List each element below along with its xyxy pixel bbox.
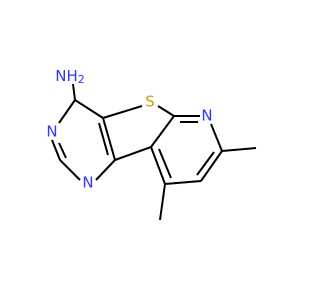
bond-c8a-to-c9a xyxy=(150,115,175,148)
bond-c6-to-c5 xyxy=(164,180,202,185)
bond-c9b-to-c4a-inner xyxy=(98,122,109,156)
bond-sulfur-to-c8a xyxy=(157,105,175,117)
amine-label-subscript: 2 xyxy=(78,73,85,86)
bond-n-lower-to-c9b xyxy=(95,159,116,181)
molecule-structure-diagram: NH2 S N N N xyxy=(46,67,257,221)
bond-c4-to-amine xyxy=(72,83,76,101)
bond-c4-to-n-upper xyxy=(58,99,76,124)
bond-methyl-c7 xyxy=(221,147,257,152)
bond-c9b-to-c4a xyxy=(102,117,116,161)
bond-pyridine-n-to-c7 xyxy=(210,123,223,152)
pyridine-n-label: N xyxy=(201,107,212,125)
sulfur-label: S xyxy=(145,93,155,111)
bond-c7-to-c6 xyxy=(200,150,223,182)
bond-c7-to-c6-inner xyxy=(196,151,215,176)
bond-c5-to-c9a-inner xyxy=(158,148,172,179)
bond-c4a-to-sulfur xyxy=(102,105,143,119)
bond-c2-to-n-lower xyxy=(59,159,81,181)
bond-c9a-to-c9b xyxy=(114,146,152,161)
bond-methyl-c5 xyxy=(159,183,166,221)
bond-n-upper-to-c2-inner xyxy=(58,142,67,159)
bond-n-upper-to-c2 xyxy=(51,139,61,161)
bond-c5-to-c9a xyxy=(150,146,166,185)
bond-c4a-to-c4 xyxy=(74,99,104,119)
pyrimidine-n-upper-label: N xyxy=(46,123,57,141)
amine-label: NH2 xyxy=(55,67,85,87)
pyrimidine-n-lower-label: N xyxy=(82,174,93,192)
amine-label-main: NH xyxy=(55,67,78,85)
